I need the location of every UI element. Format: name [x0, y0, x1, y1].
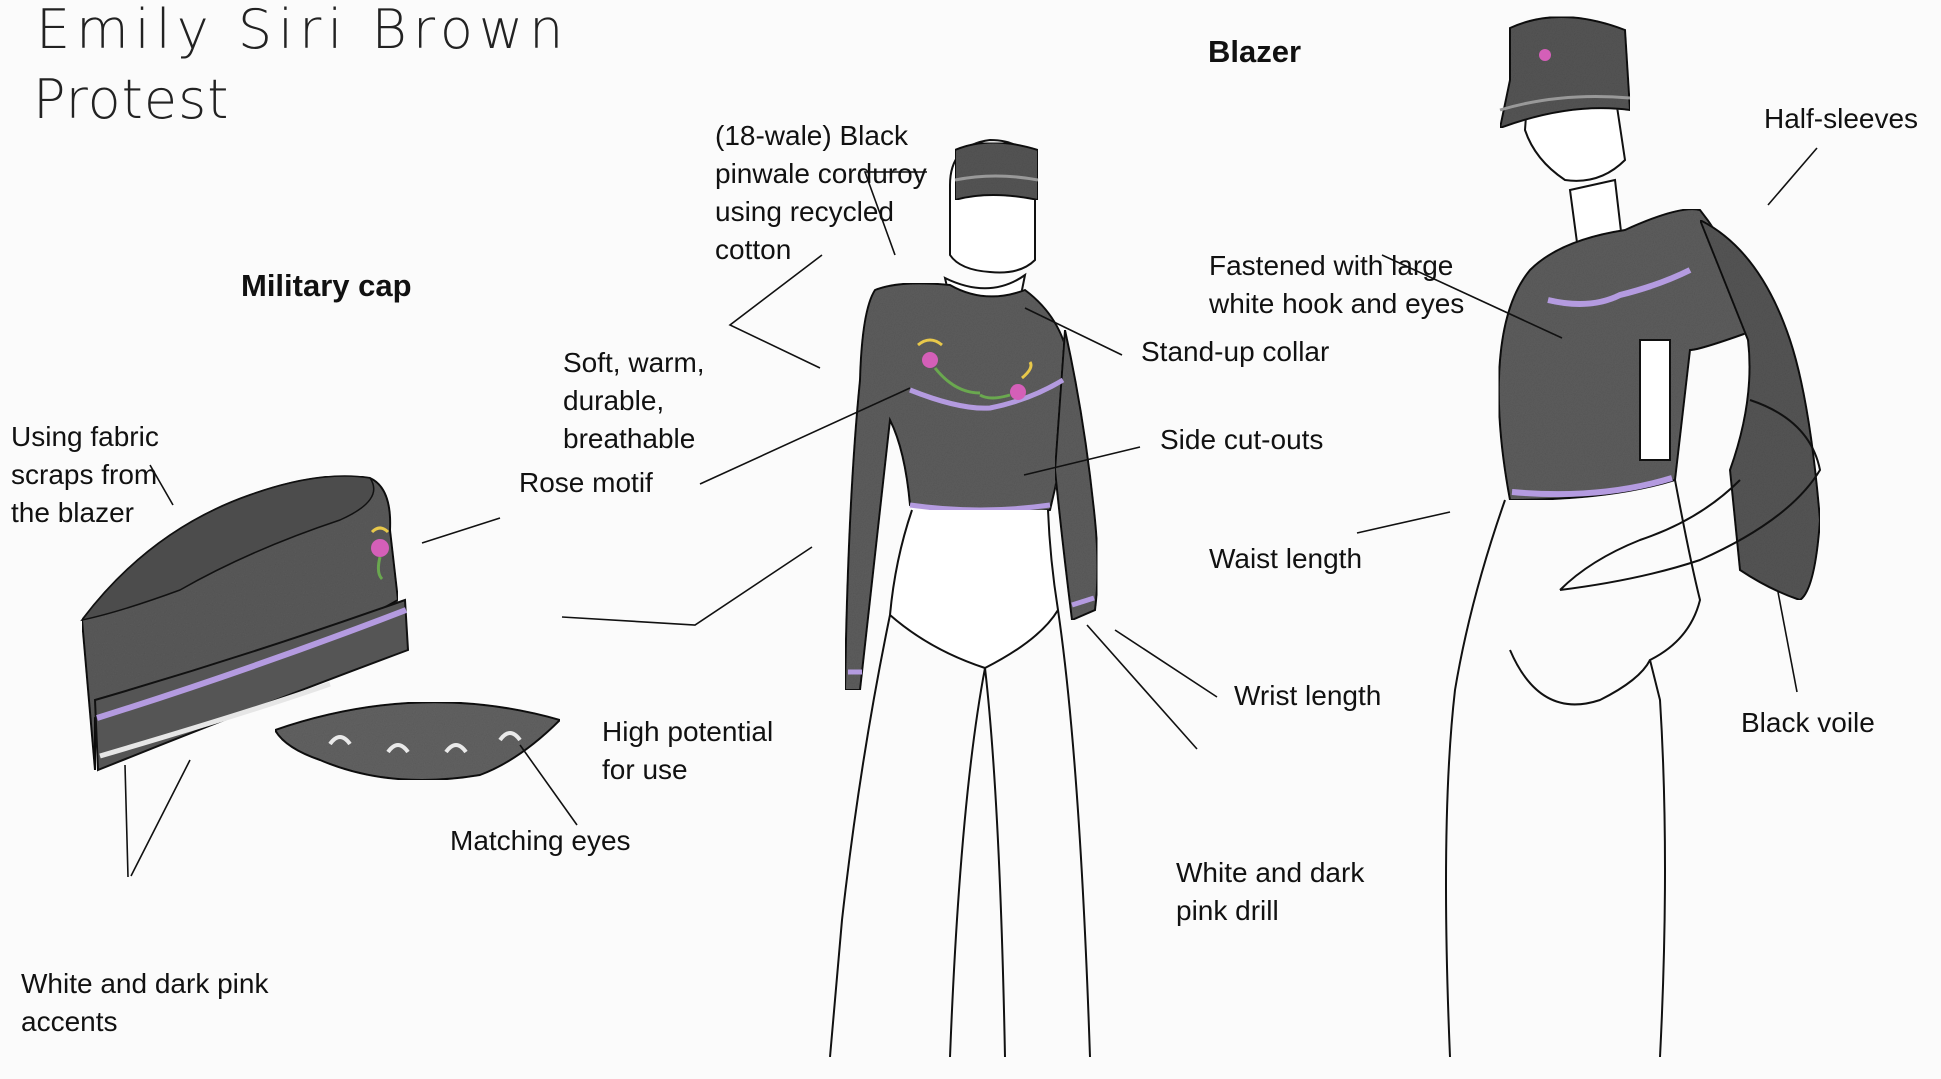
designer-name-title: Emily Siri Brown: [36, 0, 569, 61]
center-body-outline: [890, 510, 1058, 668]
collection-title: Protest: [33, 68, 229, 131]
label-wrist-length: Wrist length: [1234, 677, 1381, 715]
heading-military-cap: Military cap: [241, 267, 412, 305]
heading-blazer: Blazer: [1208, 33, 1301, 71]
leader-waist: [1357, 512, 1450, 533]
leader-half-sleeves: [1768, 148, 1817, 205]
label-soft-warm: Soft, warm,durable,breathable: [563, 268, 705, 496]
label-rose-motif: Rose motif: [519, 464, 653, 502]
leader-high-potential: [562, 547, 812, 625]
label-matching-eyes: Matching eyes: [450, 822, 631, 860]
label-half-sleeves: Half-sleeves: [1764, 100, 1918, 138]
leader-accents: [125, 760, 190, 877]
side-figure-drawing: [1446, 17, 1820, 1057]
label-black-voile: Black voile: [1741, 704, 1875, 742]
leader-matching-eyes: [520, 745, 577, 825]
leader-drill: [1087, 625, 1197, 749]
leader-rose-cap: [422, 518, 500, 543]
label-waist-length: Waist length: [1209, 540, 1362, 578]
leader-wrist: [1115, 630, 1217, 697]
center-cap: [955, 143, 1038, 201]
cap-visor: [275, 702, 560, 780]
side-body-outline: [1446, 480, 1700, 1057]
leader-voile: [1778, 592, 1797, 692]
label-side-cutouts: Side cut-outs: [1160, 421, 1323, 459]
design-sheet: [0, 0, 1941, 1057]
